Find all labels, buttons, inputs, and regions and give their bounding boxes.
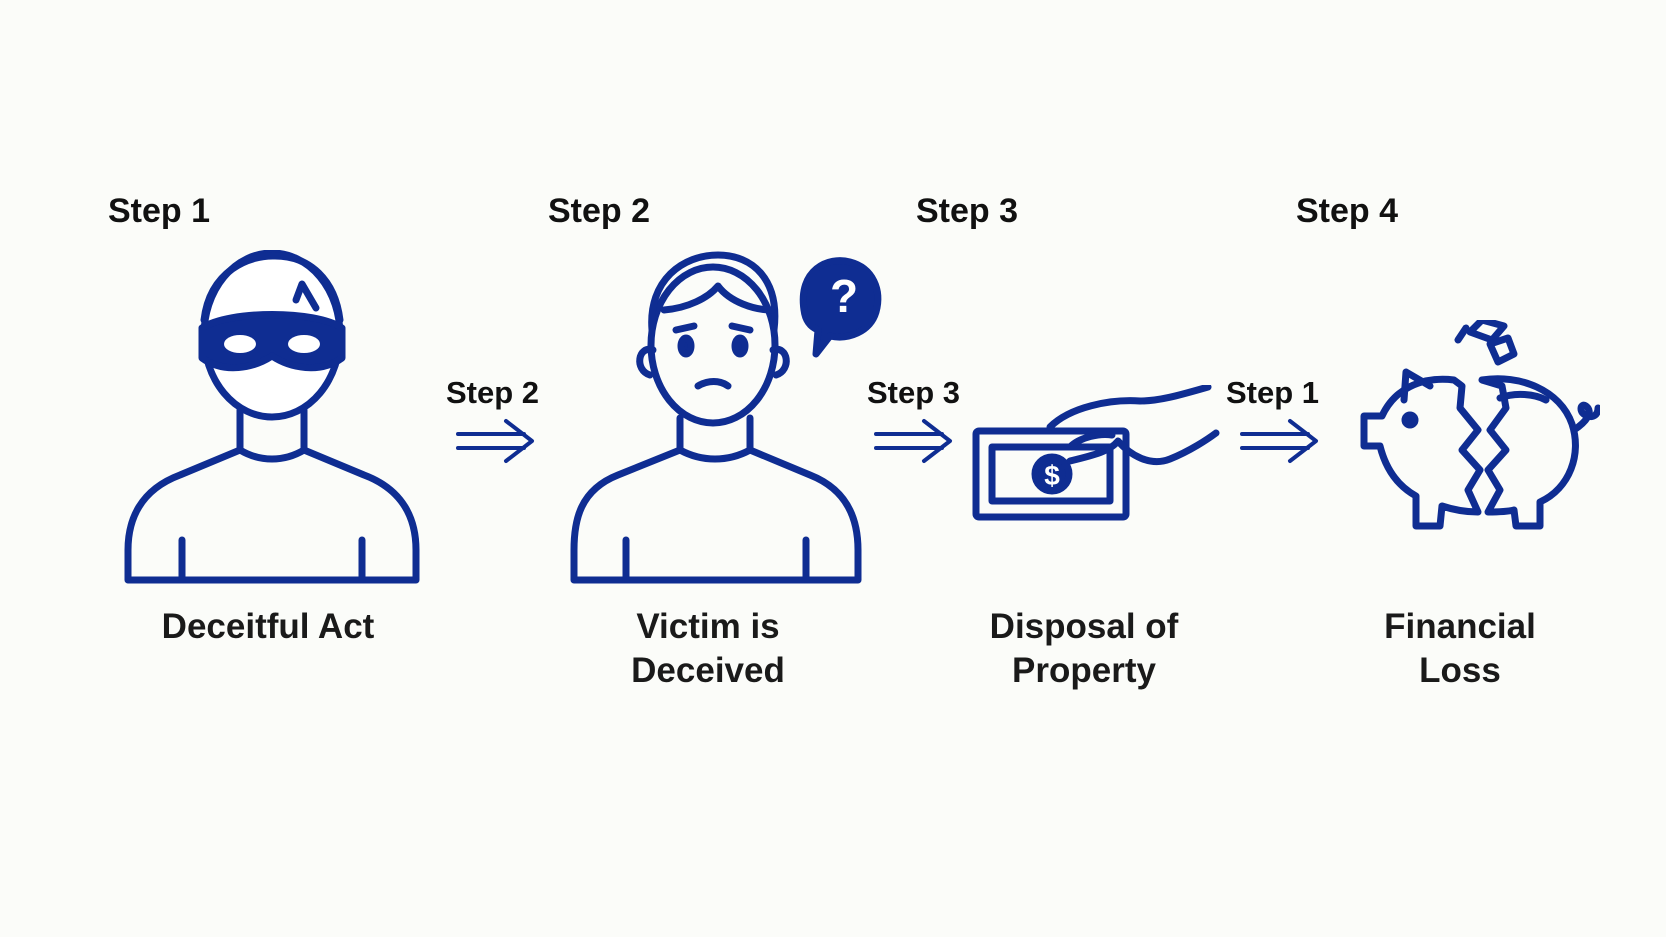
hand-with-cash-icon: $ xyxy=(970,385,1230,525)
double-arrow-right-icon xyxy=(872,418,954,464)
masked-thief-icon xyxy=(120,250,420,590)
step-3-caption: Disposal of Property xyxy=(990,605,1179,693)
step-2-caption-line1: Victim is xyxy=(636,607,780,646)
broken-piggy-bank-icon xyxy=(1350,320,1600,540)
step-1-title: Step 1 xyxy=(108,192,211,230)
step-2-title: Step 2 xyxy=(548,192,651,230)
step-3-caption-line2: Property xyxy=(1012,651,1156,690)
connector-2-label: Step 3 xyxy=(867,375,961,410)
step-3-title: Step 3 xyxy=(916,192,1019,230)
connector-3-label: Step 1 xyxy=(1226,375,1320,410)
step-2-caption-line2: Deceived xyxy=(631,651,785,690)
step-1-caption: Deceitful Act xyxy=(161,607,375,646)
step-3-caption-line1: Disposal of xyxy=(989,607,1179,646)
connector-1-label: Step 2 xyxy=(446,375,540,410)
step-4-title: Step 4 xyxy=(1296,192,1399,230)
double-arrow-right-icon xyxy=(454,418,536,464)
svg-text:?: ? xyxy=(830,270,858,322)
double-arrow-right-icon xyxy=(1238,418,1320,464)
step-4-caption: Financial Loss xyxy=(1384,607,1536,690)
svg-text:$: $ xyxy=(1044,460,1060,491)
confused-person-icon: ? xyxy=(568,250,888,590)
step-2-caption: Victim is Deceived xyxy=(631,605,785,693)
